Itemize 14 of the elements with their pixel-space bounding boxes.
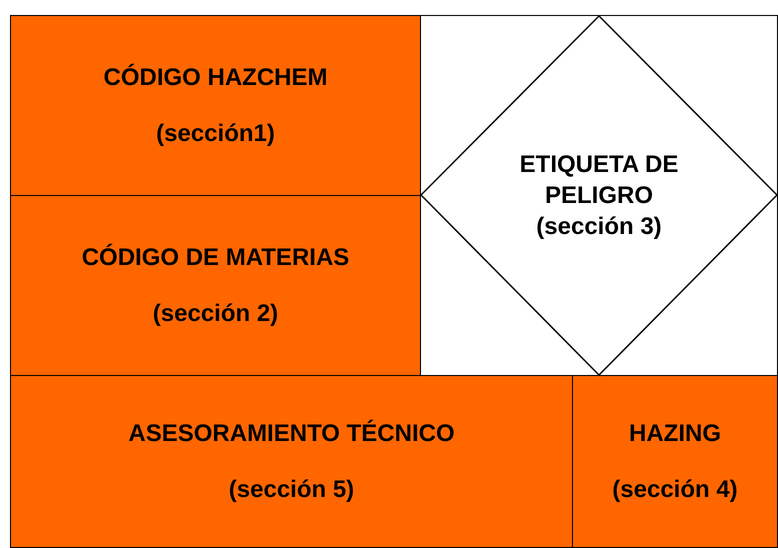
section-title: ASESORAMIENTO TÉCNICO <box>128 420 455 448</box>
section-number: (sección 4) <box>612 476 738 504</box>
section-title: HAZING <box>629 420 721 448</box>
section-number: (sección1) <box>156 120 275 148</box>
section-number: (sección 2) <box>152 300 278 328</box>
section-title: ETIQUETA DE PELIGRO <box>518 150 680 211</box>
hazard-panel <box>572 375 778 548</box>
section-title: CÓDIGO DE MATERIAS <box>82 244 350 272</box>
code-panel <box>10 195 421 376</box>
advice-panel <box>10 375 573 548</box>
section-title: CÓDIGO HAZCHEM <box>104 64 328 92</box>
section-number: (sección 5) <box>228 476 354 504</box>
code-panel <box>10 15 421 196</box>
section-number: (sección 3) <box>535 212 663 242</box>
